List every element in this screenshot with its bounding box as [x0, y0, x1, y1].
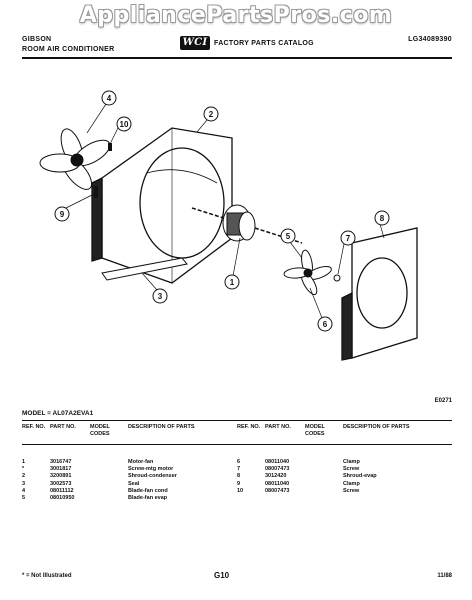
part-desc: Shroud-condenser: [128, 473, 177, 480]
callout-5: 5: [286, 232, 291, 241]
header-part: PART NO.: [50, 424, 76, 430]
watermark: AppliancePartsPros.com: [79, 3, 393, 28]
part-no: 08007473: [265, 487, 290, 494]
part-desc: Motor-fan: [128, 459, 154, 465]
part-no: 3002573: [50, 480, 72, 487]
diagram-code: E0271: [434, 398, 452, 404]
footer-note: * = Not Illustrated: [22, 573, 72, 579]
table-left-column: 1 3016747 Motor-fan * 3001817 Screw-mtg moto…: [22, 459, 237, 502]
callout-1: 1: [230, 278, 235, 287]
condenser-shroud-drawing: [91, 127, 233, 284]
parts-catalog-page: GIBSON ROOM AIR CONDITIONER WCI FACTORY …: [22, 8, 452, 590]
header-desc: DESCRIPTION OF PARTS: [343, 424, 410, 430]
part-desc: Shroud-evap: [343, 473, 377, 480]
part-desc: Seal: [128, 480, 140, 487]
header-model: MODEL CODES: [90, 424, 110, 437]
part-no: 3001817: [50, 466, 72, 473]
condenser-fan-blade-drawing: [39, 128, 111, 190]
table-row: 9 08011040 Clamp: [237, 481, 452, 488]
callout-10: 10: [120, 120, 129, 129]
part-no: 08011040: [265, 459, 290, 465]
part-no: 08007473: [265, 466, 290, 473]
part-no: 08010950: [50, 494, 75, 501]
exploded-parts-diagram: 2 4 10 9 3 1 5 7 8 6: [39, 90, 418, 361]
clamp-drawing: [94, 186, 98, 198]
part-desc: Screw: [343, 466, 360, 473]
evap-clamp-drawing: [333, 274, 341, 282]
part-desc: Clamp: [343, 480, 360, 487]
table-row: 5 08010950 Blade-fan evap: [22, 495, 237, 502]
part-no: 3012420: [265, 473, 287, 480]
ref-no: 1: [22, 459, 26, 465]
table-row: 7 08007473 Screw: [237, 466, 452, 473]
header-ref: REF. NO.: [22, 424, 46, 430]
catalog-title-text: FACTORY PARTS CATALOG: [214, 39, 314, 47]
part-no: 08011112: [50, 487, 74, 494]
part-no: 08011040: [265, 480, 290, 487]
table-row: * 3001817 Screw-mtg motor: [22, 466, 237, 473]
ref-no: *: [22, 466, 25, 473]
header-model: MODEL CODES: [305, 424, 325, 437]
table-row: 4 08011112 Blade-fan cond: [22, 488, 237, 495]
ref-no: 3: [22, 480, 26, 487]
ref-no: 10: [237, 487, 244, 494]
callout-9: 9: [60, 210, 65, 219]
table-row: 3 3002573 Seal: [22, 481, 237, 488]
callout-3: 3: [158, 292, 163, 301]
ref-no: 7: [237, 466, 241, 473]
header-ref: REF. NO.: [237, 424, 261, 430]
footer-date: 11/88: [437, 573, 452, 579]
evaporator-shroud-drawing: [341, 227, 418, 361]
evaporator-fan-blade-drawing: [283, 249, 332, 296]
callout-2: 2: [209, 110, 214, 119]
part-desc: Screw: [343, 487, 360, 494]
catalog-number: LG34089390: [408, 36, 452, 43]
parts-table: REF. NO. PART NO. MODEL CODES DESCRIPTIO…: [22, 420, 452, 502]
wci-logo: WCI: [180, 36, 210, 50]
catalog-title: WCI FACTORY PARTS CATALOG: [180, 36, 314, 50]
ref-no: 9: [237, 480, 241, 487]
part-desc: Blade-fan cond: [128, 487, 168, 494]
callout-7: 7: [346, 234, 351, 243]
callout-8: 8: [380, 214, 385, 223]
ref-no: 6: [237, 459, 241, 465]
part-desc: Screw-mtg motor: [128, 466, 174, 473]
brand-name: GIBSON: [22, 36, 52, 43]
part-desc: Blade-fan evap: [128, 494, 168, 501]
ref-no: 5: [22, 494, 26, 501]
header-rule: [22, 57, 452, 59]
table-row: 1 3016747 Motor-fan: [22, 459, 237, 466]
table-row: 8 3012420 Shroud-evap: [237, 473, 452, 480]
table-row: 2 3200891 Shroud-condenser: [22, 473, 237, 480]
ref-no: 2: [22, 473, 26, 480]
part-desc: Clamp: [343, 459, 360, 465]
header-desc: DESCRIPTION OF PARTS: [128, 424, 195, 430]
part-no: 3016747: [50, 459, 72, 465]
table-row: 10 08007473 Screw: [237, 488, 452, 495]
callouts: [54, 90, 390, 332]
screw-drawing: [108, 143, 112, 151]
ref-no: 8: [237, 473, 241, 480]
table-header: REF. NO. PART NO. MODEL CODES DESCRIPTIO…: [22, 420, 452, 445]
callout-4: 4: [107, 94, 112, 103]
seal-drawing: [101, 257, 188, 281]
table-row: 6 08011040 Clamp: [237, 459, 452, 466]
callout-6: 6: [323, 320, 328, 329]
page-number: G10: [214, 571, 230, 580]
header-part: PART NO.: [265, 424, 291, 430]
model-line: MODEL = AL07A2EVA1: [22, 410, 94, 417]
part-no: 3200891: [50, 473, 72, 480]
ref-no: 4: [22, 487, 26, 494]
product-name: ROOM AIR CONDITIONER: [22, 46, 115, 53]
